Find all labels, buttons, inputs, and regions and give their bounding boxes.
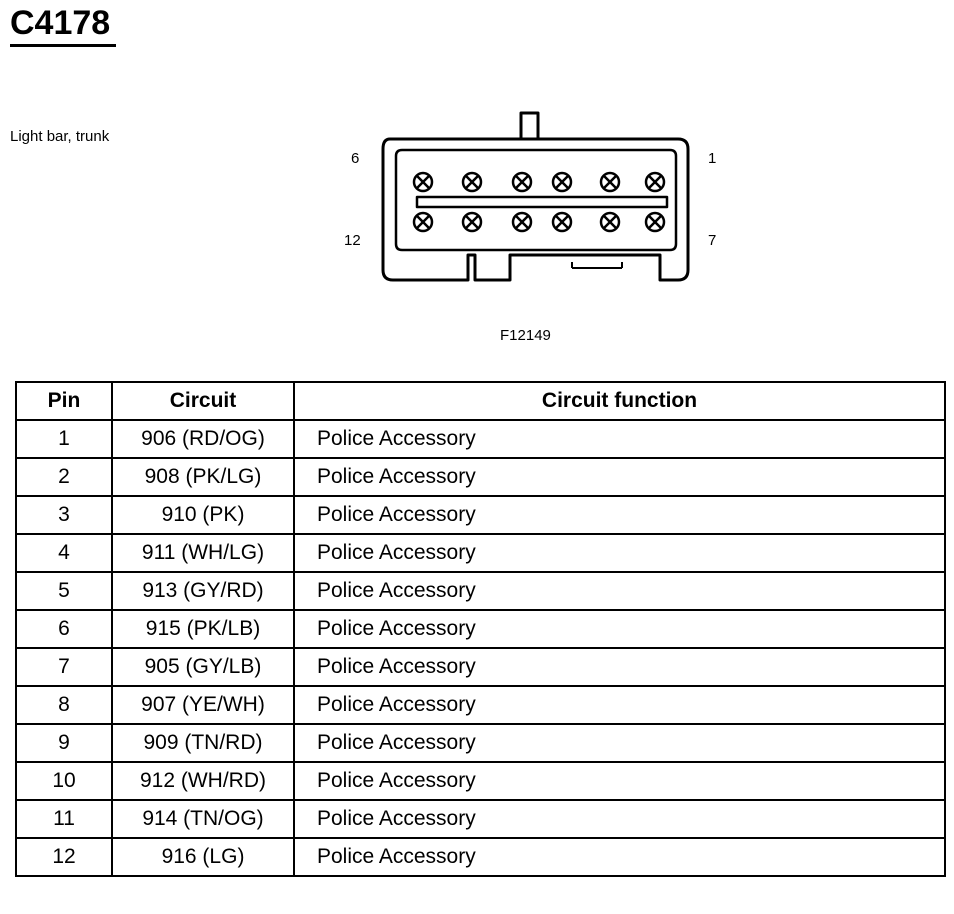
- cell-function: Police Accessory: [293, 647, 946, 687]
- cell-circuit: 907 (YE/WH): [111, 685, 295, 725]
- terminal-group: [412, 171, 666, 233]
- cell-pin: 4: [15, 533, 113, 573]
- terminal-icon: [511, 211, 533, 233]
- connector-face-diagram: [381, 111, 690, 282]
- cell-function: Police Accessory: [293, 837, 946, 877]
- title-underline: [10, 44, 116, 47]
- cell-circuit: 914 (TN/OG): [111, 799, 295, 839]
- terminal-icon: [461, 171, 483, 193]
- pin-label-top-right: 1: [708, 150, 717, 167]
- header-function: Circuit function: [293, 381, 946, 421]
- cell-function: Police Accessory: [293, 457, 946, 497]
- cell-circuit: 911 (WH/LG): [111, 533, 295, 573]
- terminal-icon: [412, 211, 434, 233]
- cell-pin: 7: [15, 647, 113, 687]
- cell-pin: 1: [15, 419, 113, 459]
- cell-circuit: 915 (PK/LB): [111, 609, 295, 649]
- connector-lock-tab: [519, 111, 540, 141]
- cell-function: Police Accessory: [293, 685, 946, 725]
- cell-function: Police Accessory: [293, 799, 946, 839]
- terminal-icon: [644, 171, 666, 193]
- connector-location: Light bar, trunk: [10, 128, 110, 145]
- terminal-icon: [644, 211, 666, 233]
- terminal-icon: [599, 171, 621, 193]
- cell-circuit: 909 (TN/RD): [111, 723, 295, 763]
- cell-pin: 3: [15, 495, 113, 535]
- cell-function: Police Accessory: [293, 723, 946, 763]
- cell-pin: 8: [15, 685, 113, 725]
- cell-function: Police Accessory: [293, 571, 946, 611]
- terminal-icon: [551, 211, 573, 233]
- connector-divider: [415, 195, 669, 209]
- cell-pin: 2: [15, 457, 113, 497]
- connector-title: C4178: [10, 4, 111, 42]
- cell-circuit: 912 (WH/RD): [111, 761, 295, 801]
- cell-function: Police Accessory: [293, 419, 946, 459]
- terminal-icon: [461, 211, 483, 233]
- figure-id: F12149: [500, 327, 551, 344]
- cell-circuit: 905 (GY/LB): [111, 647, 295, 687]
- cell-circuit: 910 (PK): [111, 495, 295, 535]
- cell-circuit: 908 (PK/LG): [111, 457, 295, 497]
- cell-pin: 10: [15, 761, 113, 801]
- terminal-icon: [551, 171, 573, 193]
- cell-circuit: 913 (GY/RD): [111, 571, 295, 611]
- pin-label-top-left: 6: [351, 150, 360, 167]
- pin-label-bottom-left: 12: [344, 232, 361, 249]
- cell-pin: 5: [15, 571, 113, 611]
- cell-function: Police Accessory: [293, 533, 946, 573]
- terminal-icon: [599, 211, 621, 233]
- header-circuit: Circuit: [111, 381, 295, 421]
- cell-function: Police Accessory: [293, 495, 946, 535]
- connector-cavity: [394, 148, 678, 252]
- header-pin: Pin: [15, 381, 113, 421]
- cell-circuit: 916 (LG): [111, 837, 295, 877]
- terminal-icon: [511, 171, 533, 193]
- cell-pin: 9: [15, 723, 113, 763]
- table-header-row: Pin Circuit Circuit function: [15, 381, 946, 421]
- cell-circuit: 906 (RD/OG): [111, 419, 295, 459]
- cell-pin: 6: [15, 609, 113, 649]
- cell-function: Police Accessory: [293, 761, 946, 801]
- cell-pin: 12: [15, 837, 113, 877]
- cell-pin: 11: [15, 799, 113, 839]
- pin-label-bottom-right: 7: [708, 232, 717, 249]
- terminal-icon: [412, 171, 434, 193]
- cell-function: Police Accessory: [293, 609, 946, 649]
- connector-housing: [381, 137, 690, 282]
